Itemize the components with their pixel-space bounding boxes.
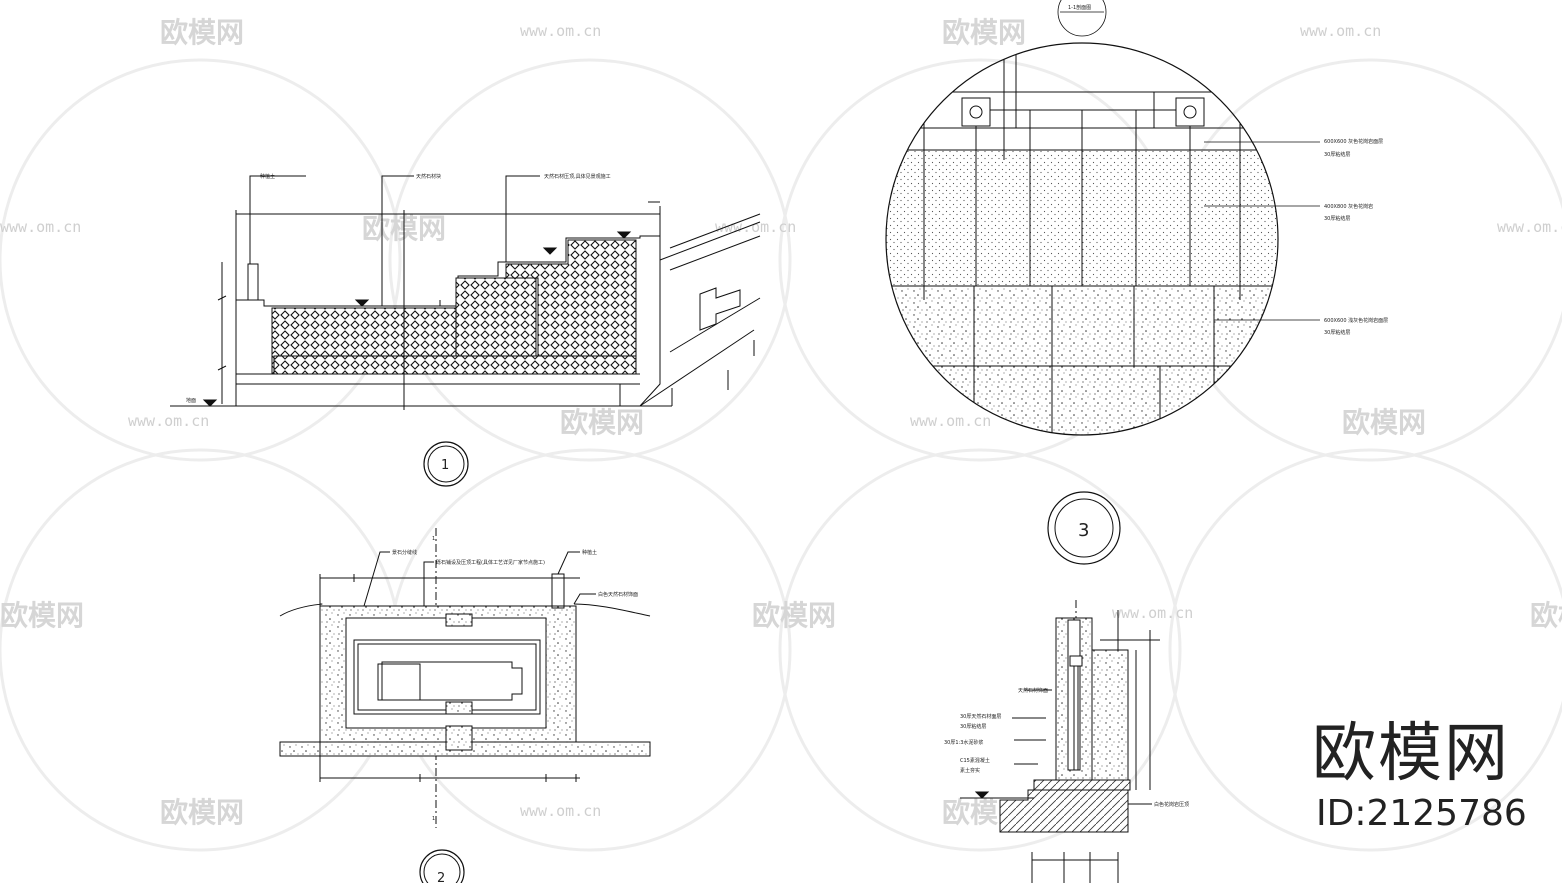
- watermark-url: www.om.cn: [520, 802, 601, 820]
- detail-2-plan: [279, 528, 651, 828]
- callout-2: 2: [419, 849, 465, 883]
- d2-label-note: 砾石铺设及压顶工程(具体工艺详见厂家节点施工): [436, 559, 545, 566]
- d1-label-top: 天然石材压顶,具体见景观施工: [544, 173, 611, 180]
- d1-label-ground: 地面: [186, 397, 196, 404]
- watermark-brand: 欧模网: [1530, 599, 1562, 632]
- watermark-brand: 欧模网: [1342, 406, 1426, 439]
- d1-label-stone: 天然石材块: [416, 173, 441, 180]
- watermark-brand: 欧模网: [160, 16, 244, 49]
- d3-tag-3b: 30厚粘结层: [1324, 329, 1350, 336]
- d3-tag-2: 400X800 灰色花岗岩: [1324, 203, 1373, 210]
- callout-3-number: 3: [1078, 520, 1089, 541]
- watermark-url: www.om.cn: [1300, 22, 1381, 40]
- callout-2-number: 2: [437, 871, 445, 883]
- d3-tag-1b: 30厚粘结层: [1324, 151, 1350, 158]
- watermark-url: www.om.cn: [1497, 218, 1562, 236]
- watermark-brand: 欧模网: [560, 406, 644, 439]
- d4-label-5: 素土夯实: [960, 767, 980, 774]
- watermark-brand: 欧模网: [160, 796, 244, 829]
- d4-label-2b: 30厚粘结层: [960, 723, 986, 730]
- watermark-url: www.om.cn: [910, 412, 991, 430]
- watermark-brand: 欧模网: [0, 599, 84, 632]
- callout-1: 1: [423, 441, 469, 487]
- brand-id: ID:2125786: [1316, 793, 1527, 834]
- d3-header: 1-1剖面图: [1068, 4, 1091, 11]
- watermark-url: www.om.cn: [1112, 604, 1193, 622]
- detail-2-labels: 景石分缝线 砾石铺设及压顶工程(具体工艺详见厂家节点施工) 种植土 白色天然石材…: [392, 536, 638, 822]
- d4-label-4: C15素混凝土: [960, 757, 990, 764]
- brand-logo: 欧模网: [1312, 717, 1510, 791]
- watermark-brand: 欧模网: [942, 16, 1026, 49]
- callout-1-number: 1: [441, 458, 449, 473]
- callout-3: 3: [1047, 491, 1121, 565]
- d2-section-mark-top: 1: [432, 536, 435, 542]
- detail-4-labels: 天然石材饰面 30厚天然石材面层 30厚粘结层 30厚1:3水泥砂浆 C15素混…: [944, 687, 1189, 808]
- detail-1-labels: 种植土 天然石材块 天然石材压顶,具体见景观施工 地面: [186, 173, 611, 404]
- watermark-url: www.om.cn: [715, 218, 796, 236]
- d3-tag-2b: 30厚粘结层: [1324, 215, 1350, 222]
- watermark-arcs: [0, 58, 1562, 852]
- detail-3-circle: [885, 0, 1320, 436]
- watermark-url: www.om.cn: [0, 218, 81, 236]
- detail-1-section: [170, 175, 761, 410]
- d4-label-1: 天然石材饰面: [1018, 687, 1048, 694]
- d2-label-seam: 景石分缝线: [392, 549, 417, 556]
- d1-label-plant: 种植土: [260, 173, 275, 180]
- d4-label-right: 白色花岗岩压顶: [1154, 801, 1189, 808]
- d3-tag-3: 600X600 浅灰色花岗岩面层: [1324, 317, 1388, 324]
- d2-section-mark-bottom: 1: [432, 816, 435, 822]
- d2-label-plant: 种植土: [582, 549, 597, 556]
- detail-3-labels: 1-1剖面图 600X600 灰色花岗岩面层 30厚粘结层 400X800 灰色…: [1068, 4, 1388, 336]
- watermark-url: www.om.cn: [520, 22, 601, 40]
- d4-label-2: 30厚天然石材面层: [960, 713, 1001, 720]
- watermark-url: www.om.cn: [128, 412, 209, 430]
- d2-label-facing: 白色天然石材饰面: [598, 591, 638, 598]
- d4-label-3: 30厚1:3水泥砂浆: [944, 739, 983, 746]
- detail-4-section: [960, 600, 1160, 883]
- watermark-brand: 欧模网: [752, 599, 836, 632]
- d3-tag-1: 600X600 灰色花岗岩面层: [1324, 138, 1383, 145]
